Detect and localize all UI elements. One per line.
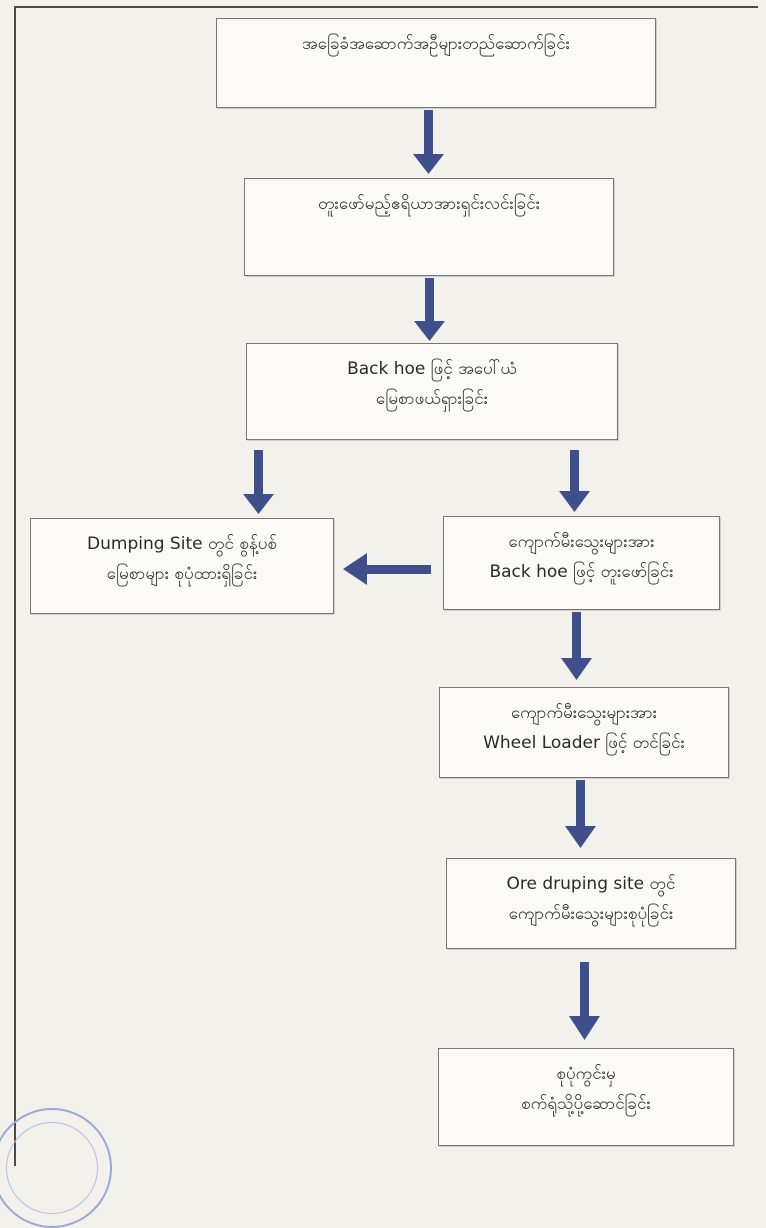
step-6-text-line2: Wheel Loader ဖြင့် တင်ခြင်း <box>483 733 685 753</box>
step-5-text-line2: Back hoe ဖြင့် တူးဖော်ခြင်း <box>489 562 674 582</box>
step-stockpile-coal: Ore druping site တွင် ကျောက်မီးသွေးများစ… <box>446 858 736 949</box>
step-3-text-line2: မြေစာဖယ်ရှားခြင်း <box>375 389 489 409</box>
arrow-load-to-stockpile <box>565 780 596 848</box>
seal-inner-ring <box>6 1122 98 1214</box>
arrow-step2-to-step3 <box>414 278 445 341</box>
step-3-text-line1: Back hoe ဖြင့် အပေါ်ယံ <box>347 359 517 379</box>
step-7-text-line1: Ore druping site တွင် <box>506 874 676 894</box>
step-6-text-line1: ကျောက်မီးသွေးများအား <box>510 703 658 723</box>
arrow-step3-to-dump <box>243 450 274 514</box>
step-transport-to-plant: စုပုံကွင်းမှ စက်ရုံသို့ပို့ဆောင်ခြင်း <box>438 1048 734 1146</box>
step-1-text: အခြေခံအဆောက်အဦများတည်ဆောက်ခြင်း <box>302 34 570 54</box>
arrow-excavate-to-dump <box>343 553 431 585</box>
step-7-text-line2: ကျောက်မီးသွေးများစုပုံခြင်း <box>508 904 674 924</box>
step-excavate-coal: ကျောက်မီးသွေးများအား Back hoe ဖြင့် တူးဖ… <box>443 516 720 610</box>
step-build-infrastructure: အခြေခံအဆောက်အဦများတည်ဆောက်ခြင်း <box>216 18 656 108</box>
step-remove-overburden: Back hoe ဖြင့် အပေါ်ယံ မြေစာဖယ်ရှားခြင်း <box>246 343 618 440</box>
step-dump-waste: Dumping Site တွင် စွန့်ပစ် မြေစာများ စုပ… <box>30 518 334 614</box>
page-frame <box>14 6 758 1166</box>
step-8-text-line2: စက်ရုံသို့ပို့ဆောင်ခြင်း <box>521 1094 651 1114</box>
arrow-stockpile-to-transport <box>569 962 600 1040</box>
step-4-text-line1: Dumping Site တွင် စွန့်ပစ် <box>87 534 277 554</box>
step-2-text: တူးဖော်မည့်ဧရိယာအားရှင်းလင်းခြင်း <box>317 194 541 214</box>
step-8-text-line1: စုပုံကွင်းမှ <box>556 1064 616 1084</box>
arrow-excavate-to-load <box>561 612 592 680</box>
step-clear-mining-area: တူးဖော်မည့်ဧရိယာအားရှင်းလင်းခြင်း <box>244 178 614 276</box>
official-seal-stamp <box>0 1108 112 1228</box>
arrow-step3-to-excavate <box>559 450 590 512</box>
step-5-text-line1: ကျောက်မီးသွေးများအား <box>508 532 655 552</box>
step-4-text-line2: မြေစာများ စုပုံထားရှိခြင်း <box>106 564 258 584</box>
step-load-coal: ကျောက်မီးသွေးများအား Wheel Loader ဖြင့် … <box>439 687 729 778</box>
arrow-step1-to-step2 <box>413 110 444 174</box>
flow-arrows <box>243 110 600 1040</box>
